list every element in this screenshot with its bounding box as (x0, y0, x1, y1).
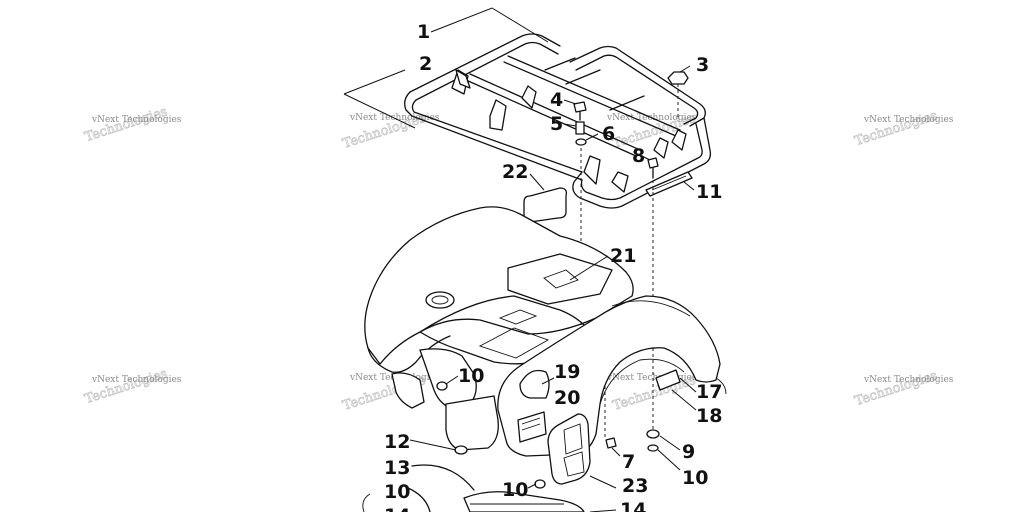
callout-4: 4 (550, 89, 563, 111)
watermark-text: vNext Technologies (606, 373, 697, 383)
watermark-right-top: Technologies vNext Technologies (853, 108, 954, 150)
watermark-text: vNext Technologies (91, 115, 182, 125)
callout-17: 17 (696, 381, 722, 403)
callout-2: 2 (419, 53, 432, 75)
callout-11: 11 (696, 181, 722, 203)
callout-labels: 1 2 3 4 5 6 8 11 22 21 19 10 20 17 18 12… (384, 21, 722, 512)
watermark-mid-top: Technologies vNext Technologies (606, 111, 698, 153)
watermark-text: vNext Technologies (863, 115, 954, 125)
callout-6: 6 (602, 123, 615, 145)
rear-rack (404, 33, 712, 209)
watermark-center-top: Technologies vNext Technologies (341, 111, 440, 153)
callout-12: 12 (384, 431, 410, 453)
callout-10d: 10 (384, 481, 410, 503)
watermark-left-top: Technologies vNext Technologies (83, 104, 182, 146)
callout-22: 22 (502, 161, 528, 183)
callout-5: 5 (550, 113, 563, 135)
callout-8: 8 (632, 145, 645, 167)
callout-10b: 10 (682, 467, 708, 489)
callout-13: 13 (384, 457, 410, 479)
callout-1: 1 (417, 21, 430, 43)
rear-fender (362, 206, 727, 512)
callout-18: 18 (696, 405, 722, 427)
decal-22 (523, 173, 568, 223)
svg-text:Technologies: Technologies (83, 366, 169, 407)
watermark-mid-bottom: Technologies vNext Technologies (606, 373, 698, 415)
callout-21: 21 (610, 245, 636, 267)
callout-10c: 10 (502, 479, 528, 501)
callout-19: 19 (554, 361, 580, 383)
callout-14b: 14 (384, 505, 410, 512)
rack-assembly-bracket (343, 7, 549, 129)
watermark-center-bottom: Technologies vNext Technologies (341, 373, 440, 415)
callout-23: 23 (622, 475, 648, 497)
watermark-left-bottom: Technologies vNext Technologies (83, 366, 182, 408)
callout-20: 20 (554, 387, 580, 409)
callout-7: 7 (622, 451, 635, 473)
callout-9: 9 (682, 441, 695, 463)
watermark-text: vNext Technologies (91, 375, 182, 385)
callout-10a: 10 (458, 365, 484, 387)
watermark-text: vNext Technologies (863, 375, 954, 385)
watermark-right-bottom: Technologies vNext Technologies (853, 368, 954, 410)
callout-3: 3 (696, 54, 709, 76)
callout-14a: 14 (620, 499, 646, 512)
